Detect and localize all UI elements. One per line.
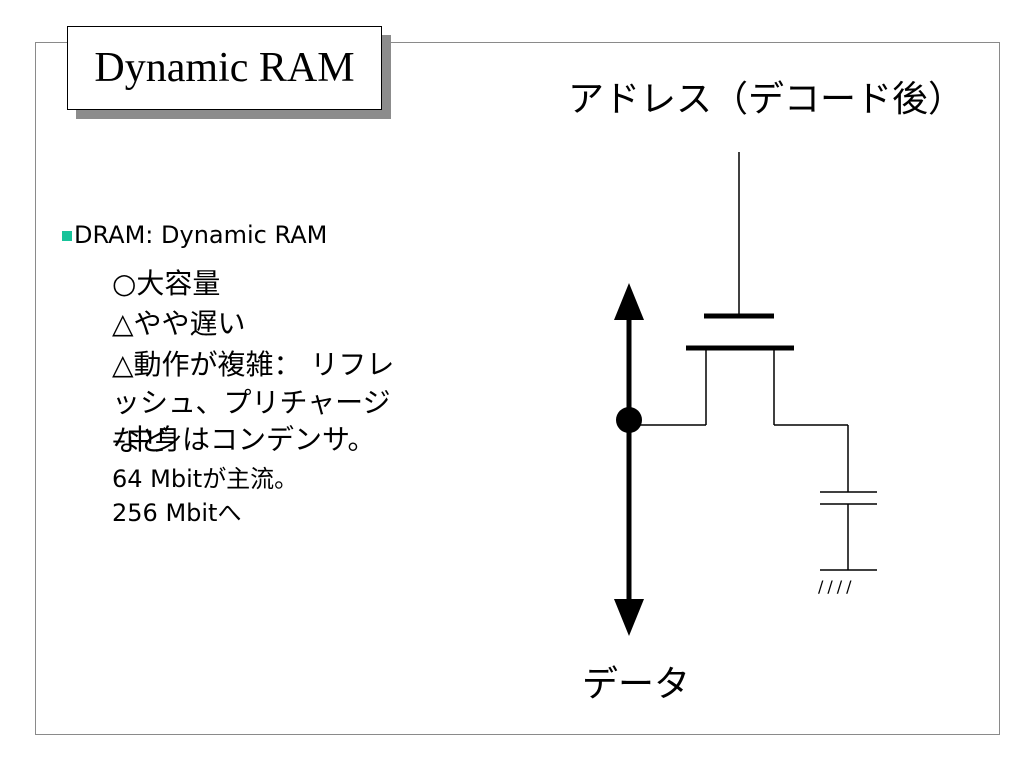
bit-line-node — [616, 407, 642, 433]
up-arrow-icon — [614, 283, 644, 320]
square-bullet-icon — [62, 231, 72, 241]
note-capacitor: –中身はコンデンサ。 — [112, 423, 376, 456]
down-arrow-icon — [614, 599, 644, 636]
title-box: Dynamic RAM — [67, 26, 382, 110]
slide-title: Dynamic RAM — [94, 45, 355, 91]
bullet-dram: DRAM: Dynamic RAM — [62, 218, 327, 252]
bullet-sub-items: ○大容量 △やや遅い △動作が複雑： リフレッシュ、プリチャージなど –中身はコ… — [112, 266, 412, 530]
slide-frame — [35, 42, 1000, 735]
sub-item-complexity: △動作が複雑： リフレッシュ、プリチャージなど — [112, 346, 412, 457]
sub-item-capacity: ○大容量 — [112, 267, 221, 300]
sub-item-complexity-text: △動作が複雑： リフレッシュ、プリチャージなど — [112, 348, 395, 457]
data-label: データ — [582, 664, 691, 705]
note-64mbit: 64 Mbitが主流。 — [112, 465, 299, 493]
bullet-dram-label: DRAM: Dynamic RAM — [74, 221, 328, 249]
ground-hatch: //// — [818, 577, 856, 596]
address-label: アドレス（デコード後） — [568, 79, 965, 120]
sub-item-speed: △やや遅い — [112, 307, 246, 340]
note-256mbit: 256 Mbitへ — [112, 499, 242, 527]
